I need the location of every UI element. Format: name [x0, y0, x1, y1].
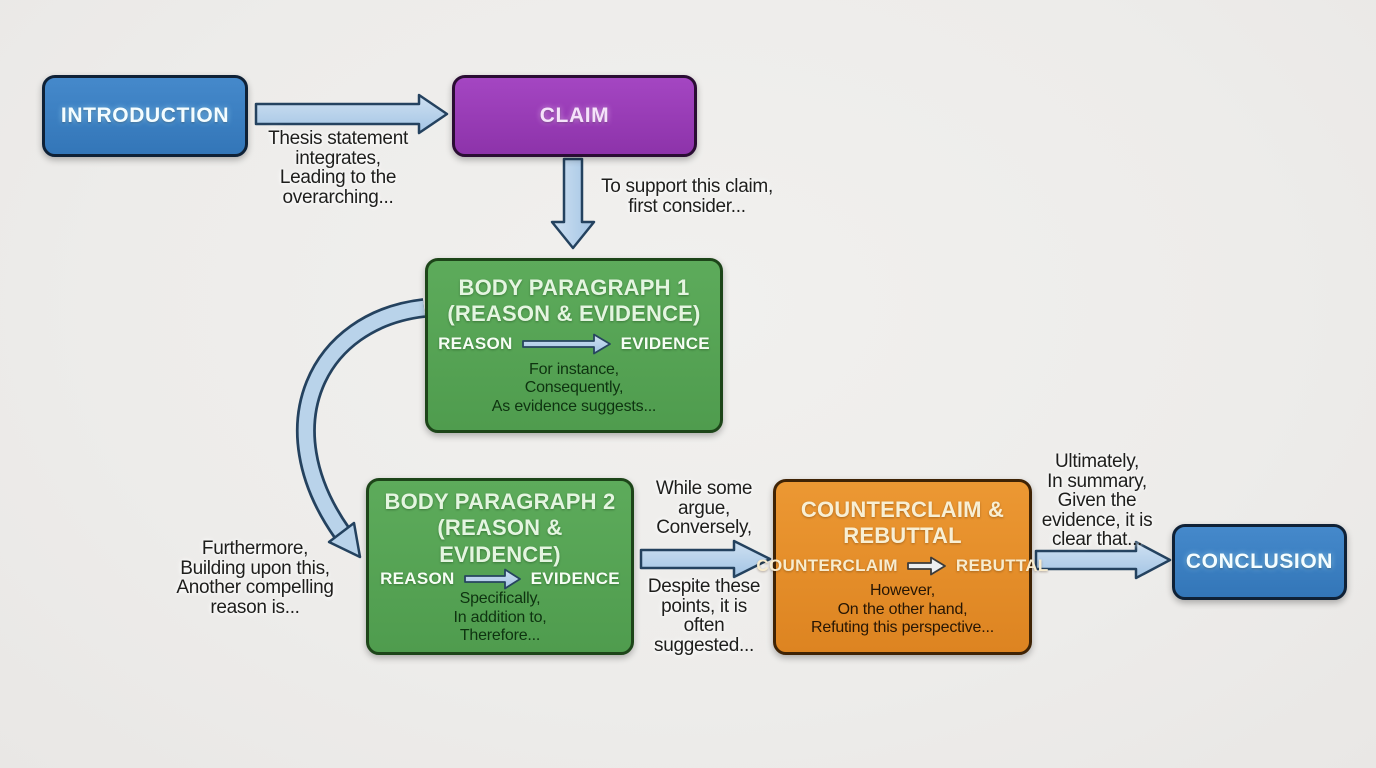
counterclaim-label: COUNTERCLAIM [756, 555, 898, 575]
node-introduction: INTRODUCTION [42, 75, 248, 157]
body1-title: BODY PARAGRAPH 1 (REASON & EVIDENCE) [447, 274, 701, 327]
node-conclusion: CONCLUSION [1172, 524, 1347, 600]
introduction-label: INTRODUCTION [60, 104, 230, 127]
body2-title: BODY PARAGRAPH 2 (REASON & EVIDENCE) [384, 489, 616, 567]
counterclaim-title: COUNTERCLAIM & REBUTTAL [800, 496, 1005, 548]
claim-label: CLAIM [539, 104, 610, 127]
body1-reason-label: REASON [438, 334, 513, 354]
node-body-paragraph-1: BODY PARAGRAPH 1 (REASON & EVIDENCE) REA… [425, 258, 723, 433]
arrow-body2-to-counterclaim-icon [639, 539, 772, 579]
reason-to-evidence-arrow-icon [463, 568, 521, 590]
label-claim-to-body1: To support this claim, first consider... [601, 176, 773, 217]
node-counterclaim-rebuttal: COUNTERCLAIM & REBUTTAL COUNTERCLAIM REB… [756, 479, 1048, 655]
label-intro-to-claim: Thesis statement integrates, Leading to … [268, 128, 408, 208]
body1-evidence-label: EVIDENCE [620, 334, 710, 354]
body2-evidence-label: EVIDENCE [530, 569, 620, 589]
reason-to-evidence-arrow-icon [521, 333, 611, 355]
node-claim: CLAIM [452, 75, 697, 157]
rebuttal-label: REBUTTAL [955, 555, 1049, 575]
label-counterclaim-to-conclusion: Ultimately, In summary, Given the eviden… [1041, 451, 1153, 551]
counterclaim-transition-phrases: However, On the other hand, Refuting thi… [811, 582, 994, 637]
counterclaim-rebuttal-row: COUNTERCLAIM REBUTTAL [756, 556, 1048, 576]
body1-reason-evidence-row: REASON EVIDENCE [438, 333, 710, 355]
conclusion-label: CONCLUSION [1185, 550, 1334, 573]
body1-transition-phrases: For instance, Consequently, As evidence … [491, 361, 657, 415]
body2-reason-label: REASON [380, 569, 455, 589]
node-body-paragraph-2: BODY PARAGRAPH 2 (REASON & EVIDENCE) REA… [366, 478, 634, 655]
label-body2-to-counterclaim-above: While some argue, Conversely, [655, 478, 753, 539]
label-body2-to-counterclaim-below: Despite these points, it is often sugges… [647, 576, 761, 656]
label-body1-to-body2: Furthermore, Building upon this, Another… [176, 538, 334, 618]
body2-transition-phrases: Specifically, In addition to, Therefore.… [453, 590, 547, 644]
counterclaim-to-rebuttal-arrow-icon [906, 556, 946, 576]
body2-reason-evidence-row: REASON EVIDENCE [380, 568, 620, 590]
